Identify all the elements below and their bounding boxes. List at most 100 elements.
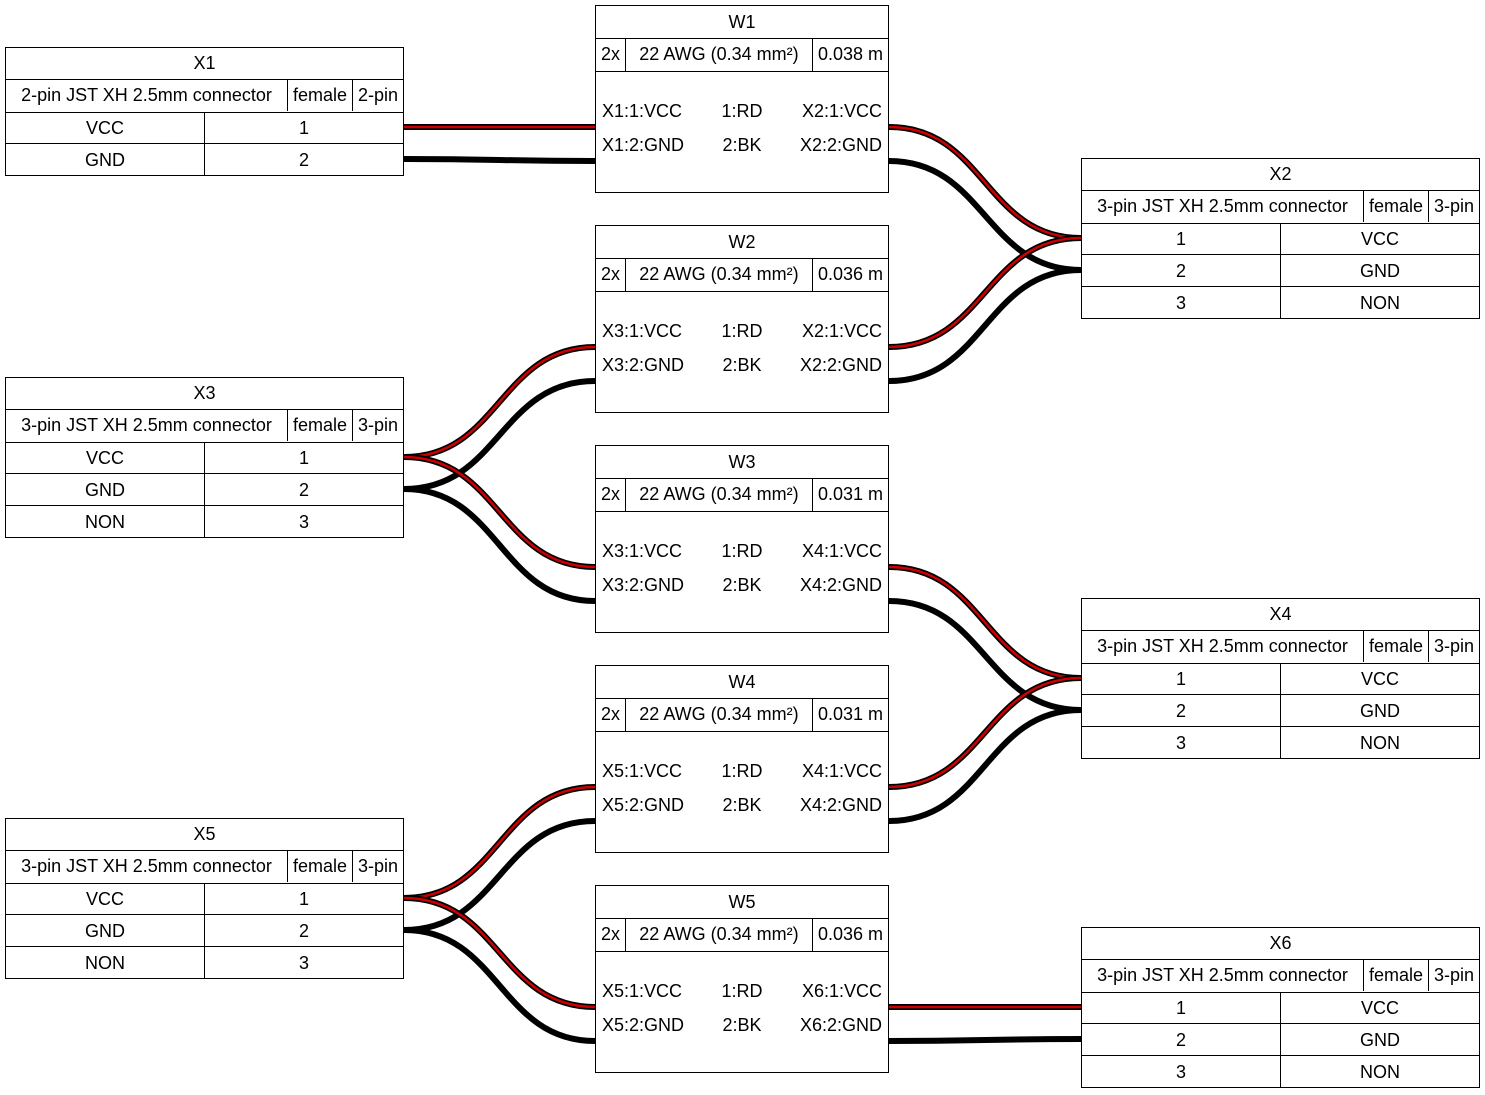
connector-pincount: 3-pin	[1433, 965, 1474, 986]
connector-pincount: 2-pin	[357, 85, 398, 106]
pin-num: 1	[1082, 662, 1281, 696]
pin-num: 3	[204, 946, 403, 978]
cable-gauge: 22 AWG (0.34 mm²)	[626, 918, 813, 951]
pin-num: 1	[204, 111, 403, 145]
pin-label: VCC	[1280, 662, 1479, 696]
pin-num: 2	[204, 143, 403, 175]
pin-label: GND	[6, 473, 205, 507]
pin-num: 3	[1082, 1055, 1281, 1087]
pin-label: NON	[6, 505, 205, 537]
pin-label: VCC	[1280, 222, 1479, 256]
wire-id: 1:RD	[721, 321, 763, 341]
cable-wire-row: X1:2:GND 2:BK X2:2:GND	[596, 133, 888, 157]
connector-type: 2-pin JST XH 2.5mm connector	[6, 80, 288, 112]
pin-num: 3	[204, 505, 403, 537]
pin-num: 1	[1082, 222, 1281, 256]
connector-gender: female	[1364, 960, 1429, 992]
cable-gauge: 22 AWG (0.34 mm²)	[626, 258, 813, 291]
pin-label: VCC	[6, 111, 205, 145]
wire-from: X5:2:GND	[602, 795, 685, 815]
pin-num: 2	[1082, 254, 1281, 288]
connector-pincount: 3-pin	[1433, 196, 1474, 217]
pin-num: 2	[1082, 1023, 1281, 1057]
wire-id: 2:BK	[722, 575, 762, 595]
wire-to: X2:1:VCC	[801, 321, 882, 341]
wire-from: X1:2:GND	[602, 135, 685, 155]
connector-pincount: 3-pin	[1433, 636, 1474, 657]
cable-count: 2x	[596, 918, 627, 951]
connector-title: X5	[6, 819, 403, 851]
connector-pincount: 3-pin	[357, 415, 398, 436]
cable-wire-row: X3:1:VCC 1:RD X2:1:VCC	[596, 319, 888, 343]
wire-to: X4:1:VCC	[801, 761, 882, 781]
connector-title: X2	[1082, 159, 1479, 191]
pin-label: NON	[6, 946, 205, 978]
pin-label: VCC	[1280, 991, 1479, 1025]
pin-num: 2	[204, 914, 403, 948]
cable-count: 2x	[596, 698, 627, 731]
wire-from: X5:2:GND	[602, 1015, 685, 1035]
cable-length: 0.036 m	[817, 924, 883, 944]
wire-id: 1:RD	[721, 981, 763, 1001]
wire-w1-1	[404, 123, 1082, 241]
connector-gender: female	[1364, 631, 1429, 663]
cable-length: 0.038 m	[817, 44, 883, 64]
pin-label: VCC	[6, 882, 205, 916]
pin-num: 1	[1082, 991, 1281, 1025]
wire-id: 2:BK	[722, 355, 762, 375]
connector-title: X6	[1082, 928, 1479, 960]
pin-label: GND	[1280, 1023, 1479, 1057]
connector-title: X4	[1082, 599, 1479, 631]
cable-count: 2x	[596, 38, 627, 71]
cable-length: 0.036 m	[817, 264, 883, 284]
connector-gender: female	[288, 80, 353, 112]
wire-to: X2:2:GND	[799, 135, 882, 155]
wire-to: X6:1:VCC	[801, 981, 882, 1001]
pin-label: GND	[6, 143, 205, 175]
cable-gauge: 22 AWG (0.34 mm²)	[626, 698, 813, 731]
pin-label: NON	[1280, 726, 1479, 758]
wire-id: 1:RD	[721, 101, 763, 121]
cable-length: 0.031 m	[817, 704, 883, 724]
wire-from: X3:2:GND	[602, 575, 685, 595]
wire-from: X3:2:GND	[602, 355, 685, 375]
pin-label: GND	[6, 914, 205, 948]
wire-id: 2:BK	[722, 135, 762, 155]
wire-from: X3:1:VCC	[602, 321, 683, 341]
pin-label: VCC	[6, 441, 205, 475]
wire-to: X6:2:GND	[799, 1015, 882, 1035]
wire-w5-2	[403, 927, 1082, 1044]
connector-type: 3-pin JST XH 2.5mm connector	[6, 410, 288, 442]
pin-label: NON	[1280, 286, 1479, 318]
connector-title: X1	[6, 48, 403, 80]
cable-gauge: 22 AWG (0.34 mm²)	[626, 38, 813, 71]
cable-title: W2	[596, 226, 888, 259]
wire-to: X4:1:VCC	[801, 541, 882, 561]
cable-title: W3	[596, 446, 888, 479]
